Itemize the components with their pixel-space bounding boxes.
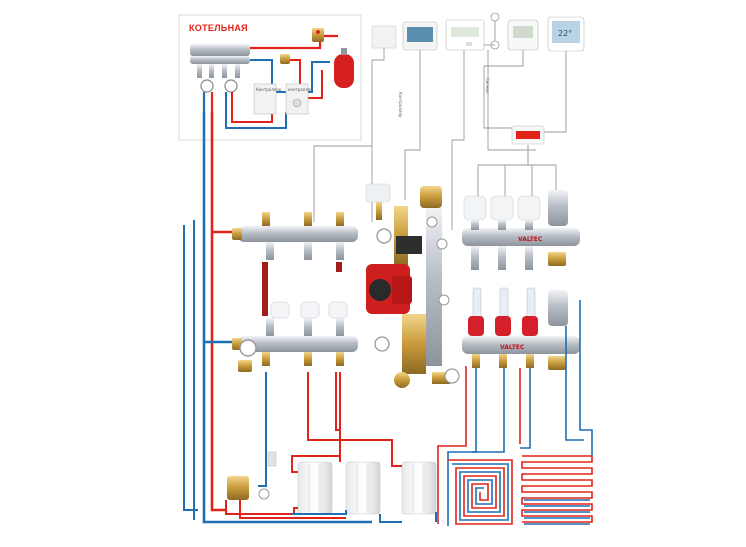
radiator-icon [401, 461, 437, 515]
room-controller-icon [371, 25, 397, 49]
manometer-icon [239, 339, 257, 357]
room-controllers: 22° [371, 12, 585, 52]
floor-heating-manifold: VALTEC VALTEC [462, 190, 580, 370]
radiators [227, 451, 437, 515]
servo-actuator-icon [517, 195, 541, 221]
servo-actuator-icon [365, 183, 391, 203]
mixing-valve [280, 54, 290, 64]
servo-actuator-icon [490, 195, 514, 221]
servo-actuator-icon [300, 301, 320, 319]
bottom-valve [227, 476, 249, 500]
boiler-room-title: КОТЕЛЬНАЯ [189, 23, 248, 33]
servo-actuator-icon [463, 195, 487, 221]
boiler-collector [190, 44, 250, 56]
wire-label-left: Контроллер [398, 92, 403, 118]
manometer-icon [444, 368, 460, 384]
radiator-pipes [225, 372, 437, 523]
controller-label: Контроллер [256, 87, 282, 92]
boiler-room: Контроллер контроллер [178, 14, 362, 141]
wire-label-middle: Сигнал [485, 78, 490, 94]
thermostat-display: 22° [558, 29, 572, 38]
floor-heating-loop-icon [437, 300, 593, 526]
boiler-controller-box [253, 83, 277, 115]
valve-box-label: контроллер [288, 87, 313, 92]
brand-label-top: VALTEC [518, 236, 543, 243]
expansion-tank-icon [334, 54, 354, 88]
control-wiring [313, 21, 567, 230]
servo-actuator-icon [270, 301, 290, 319]
manometer-icon [224, 79, 238, 93]
radiator-icon [297, 461, 333, 515]
brand-label-bottom: VALTEC [500, 344, 525, 351]
pump-group [352, 183, 462, 388]
radiator-icon [345, 461, 381, 515]
manometer-icon [200, 79, 214, 93]
servo-actuator-icon [328, 301, 348, 319]
